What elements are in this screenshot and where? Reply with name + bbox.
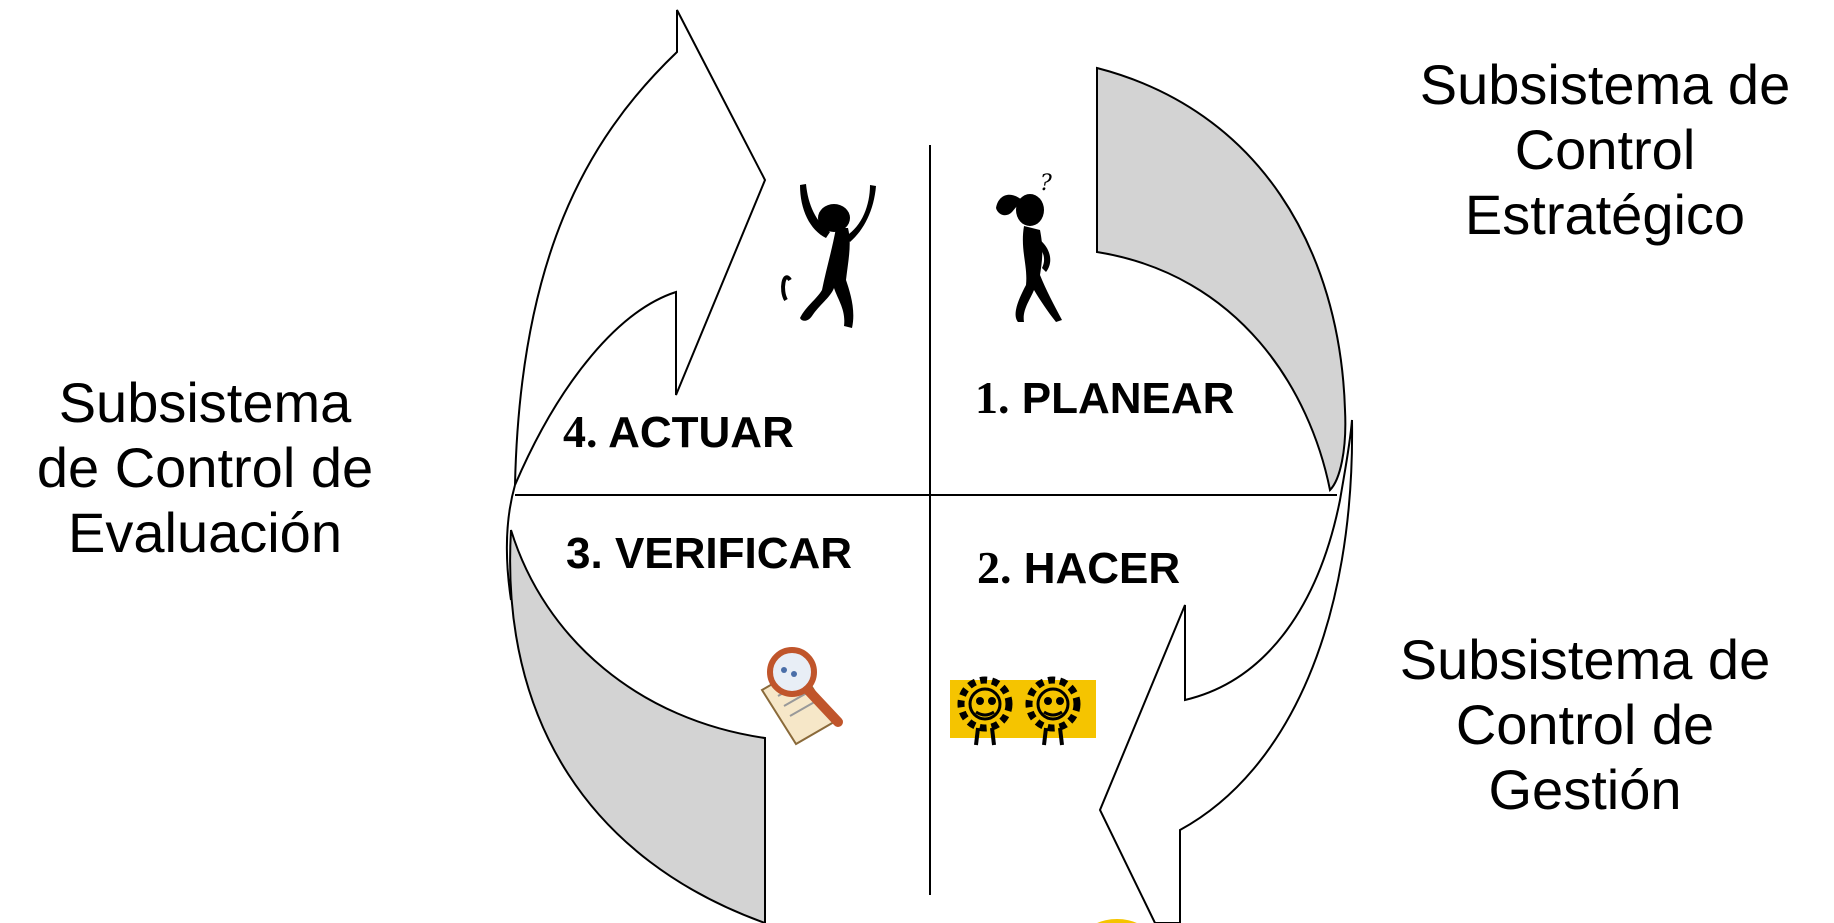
quadrant-label-actuar: 4. ACTUAR — [563, 407, 794, 458]
quadrant-number: 3. — [566, 529, 603, 578]
label-line: Estratégico — [1464, 183, 1746, 246]
label-subsystem-strategic: Subsistema de Control Estratégico — [1385, 52, 1825, 247]
quadrant-label-verificar: 3. VERIFICAR — [566, 529, 852, 579]
label-line: Subsistema — [58, 371, 352, 434]
label-line: Subsistema de — [1419, 53, 1791, 116]
label-subsystem-evaluation: Subsistema de Control de Evaluación — [0, 370, 410, 565]
cycle-arrow-top-right — [1096, 66, 1347, 493]
label-line: de Control de — [36, 436, 374, 499]
magnifier-document-icon — [760, 647, 843, 746]
label-line: Control de — [1455, 693, 1715, 756]
label-subsystem-management: Subsistema de Control de Gestión — [1365, 627, 1805, 822]
label-line: Subsistema de — [1399, 628, 1771, 691]
quadrant-number: 1. — [975, 372, 1010, 423]
quadrant-word: VERIFICAR — [614, 529, 853, 578]
jumping-figure-icon — [781, 184, 876, 328]
quadrant-word: ACTUAR — [608, 408, 794, 457]
gears-icon — [950, 676, 1096, 746]
question-mark: ? — [1040, 171, 1052, 196]
quadrant-label-planear: 1. PLANEAR — [975, 373, 1234, 424]
label-line: Control — [1514, 118, 1696, 181]
quadrant-number: 2. — [977, 542, 1012, 593]
cycle-arrow-bottom-left — [509, 529, 766, 923]
quadrant-word: HACER — [1023, 544, 1181, 593]
label-line: Gestión — [1488, 758, 1682, 821]
label-line: Evaluación — [68, 501, 342, 564]
gear-right — [1025, 676, 1081, 746]
cycle-outer-left-arc — [505, 484, 516, 601]
quadrant-label-hacer: 2. HACER — [977, 543, 1180, 594]
cycle-arrow-right — [1098, 419, 1354, 923]
quadrant-number: 4. — [563, 406, 598, 457]
gear-left — [957, 676, 1013, 746]
cycle-arrow-top-left — [514, 9, 767, 486]
thinking-figure-icon: ? — [996, 171, 1062, 322]
quadrant-word: PLANEAR — [1021, 374, 1235, 423]
partial-yellow-icon — [1097, 919, 1137, 923]
